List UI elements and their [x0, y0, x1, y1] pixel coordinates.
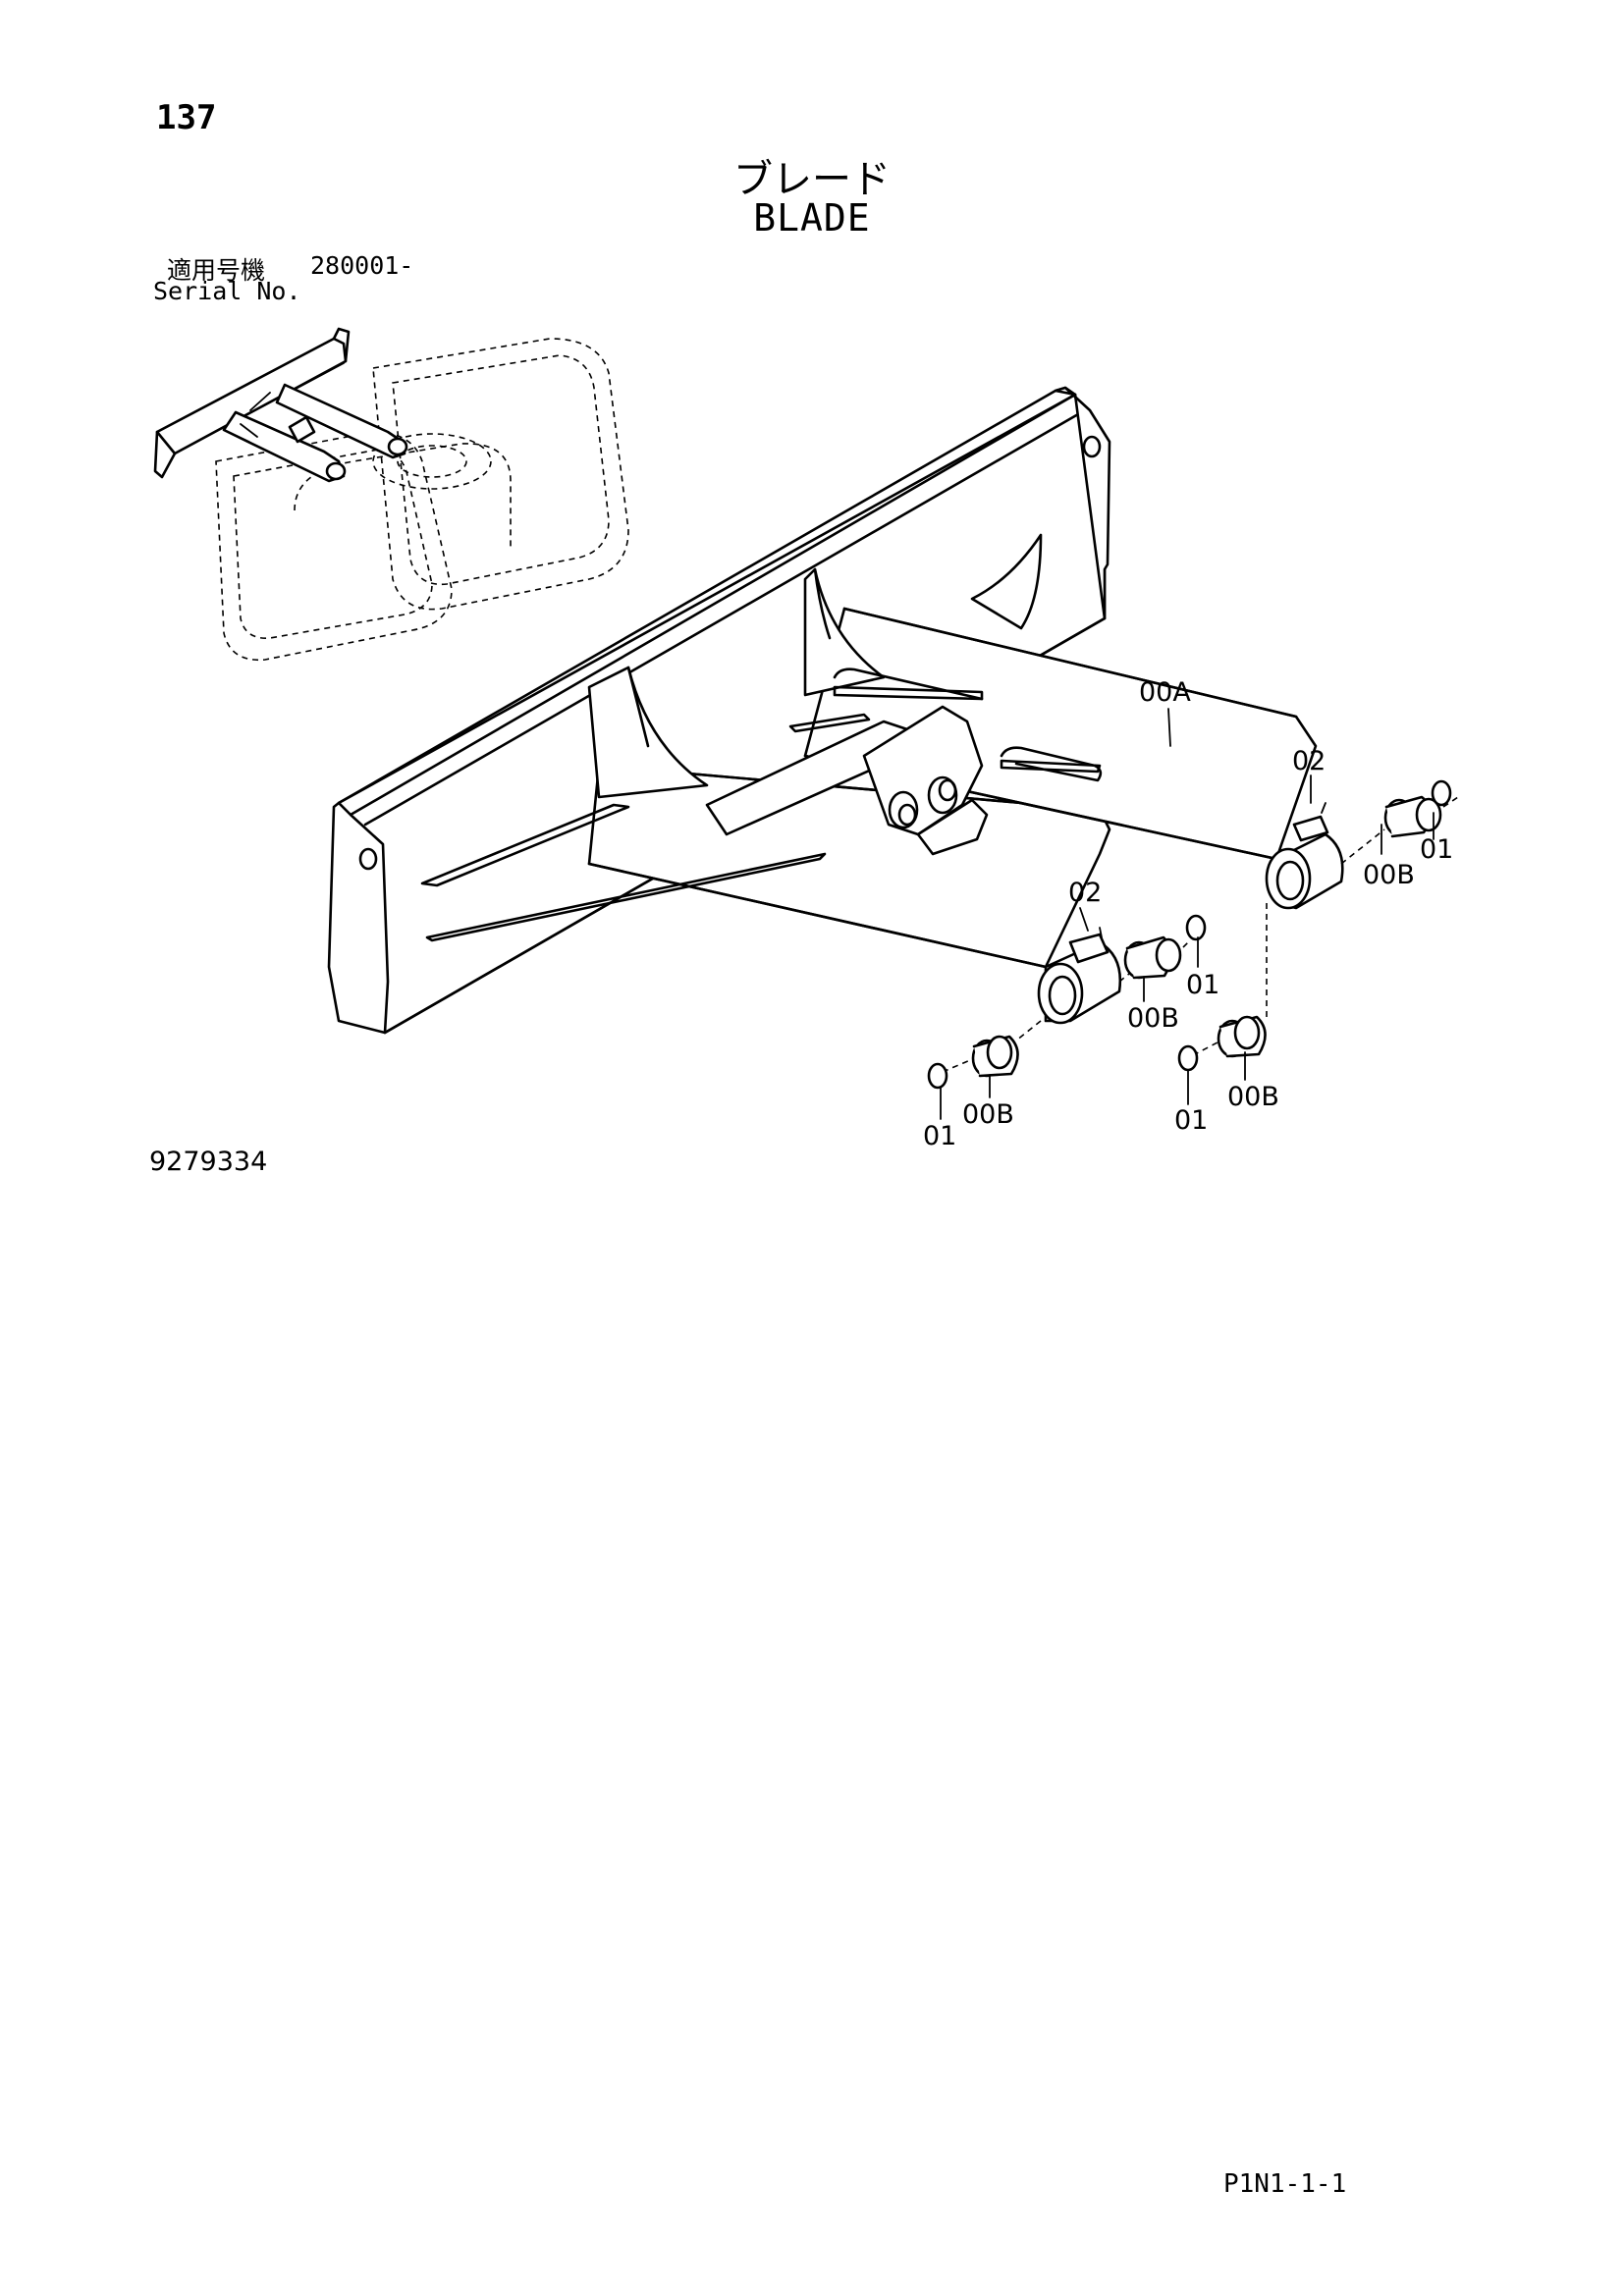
page-title-english: BLADE — [753, 196, 871, 240]
drawing-number: 9279334 — [149, 1147, 268, 1177]
serial-range: 280001- — [310, 251, 414, 280]
callout-01-mid: 01 — [1186, 970, 1219, 1000]
callout-02-right: 02 — [1292, 746, 1326, 776]
page-code: P1N1-1-1 — [1223, 2169, 1347, 2199]
exploded-parts — [927, 779, 1459, 1090]
serial-label-japanese: 適用号機 — [167, 256, 266, 285]
callout-00A: 00A — [1139, 677, 1191, 708]
callout-00B-left-bottom: 00B — [962, 1099, 1014, 1130]
callout-00B-right-top: 00B — [1363, 860, 1415, 890]
callout-00B-mid: 00B — [1127, 1003, 1179, 1034]
callout-01-right-bottom: 01 — [1174, 1105, 1208, 1136]
callout-00B-right-bottom: 00B — [1227, 1082, 1279, 1112]
serial-label-english: Serial No. — [153, 277, 301, 305]
page-number: 137 — [156, 98, 217, 137]
callout-01-right-top: 01 — [1420, 834, 1453, 865]
callout-02-left: 02 — [1068, 878, 1102, 908]
leader-lines — [940, 708, 1435, 1120]
blade-assembly — [327, 386, 1344, 1035]
page-title-japanese: ブレード — [733, 157, 891, 202]
callout-01-left-bottom: 01 — [923, 1121, 956, 1151]
machine-overview-thumbnail — [153, 327, 629, 662]
